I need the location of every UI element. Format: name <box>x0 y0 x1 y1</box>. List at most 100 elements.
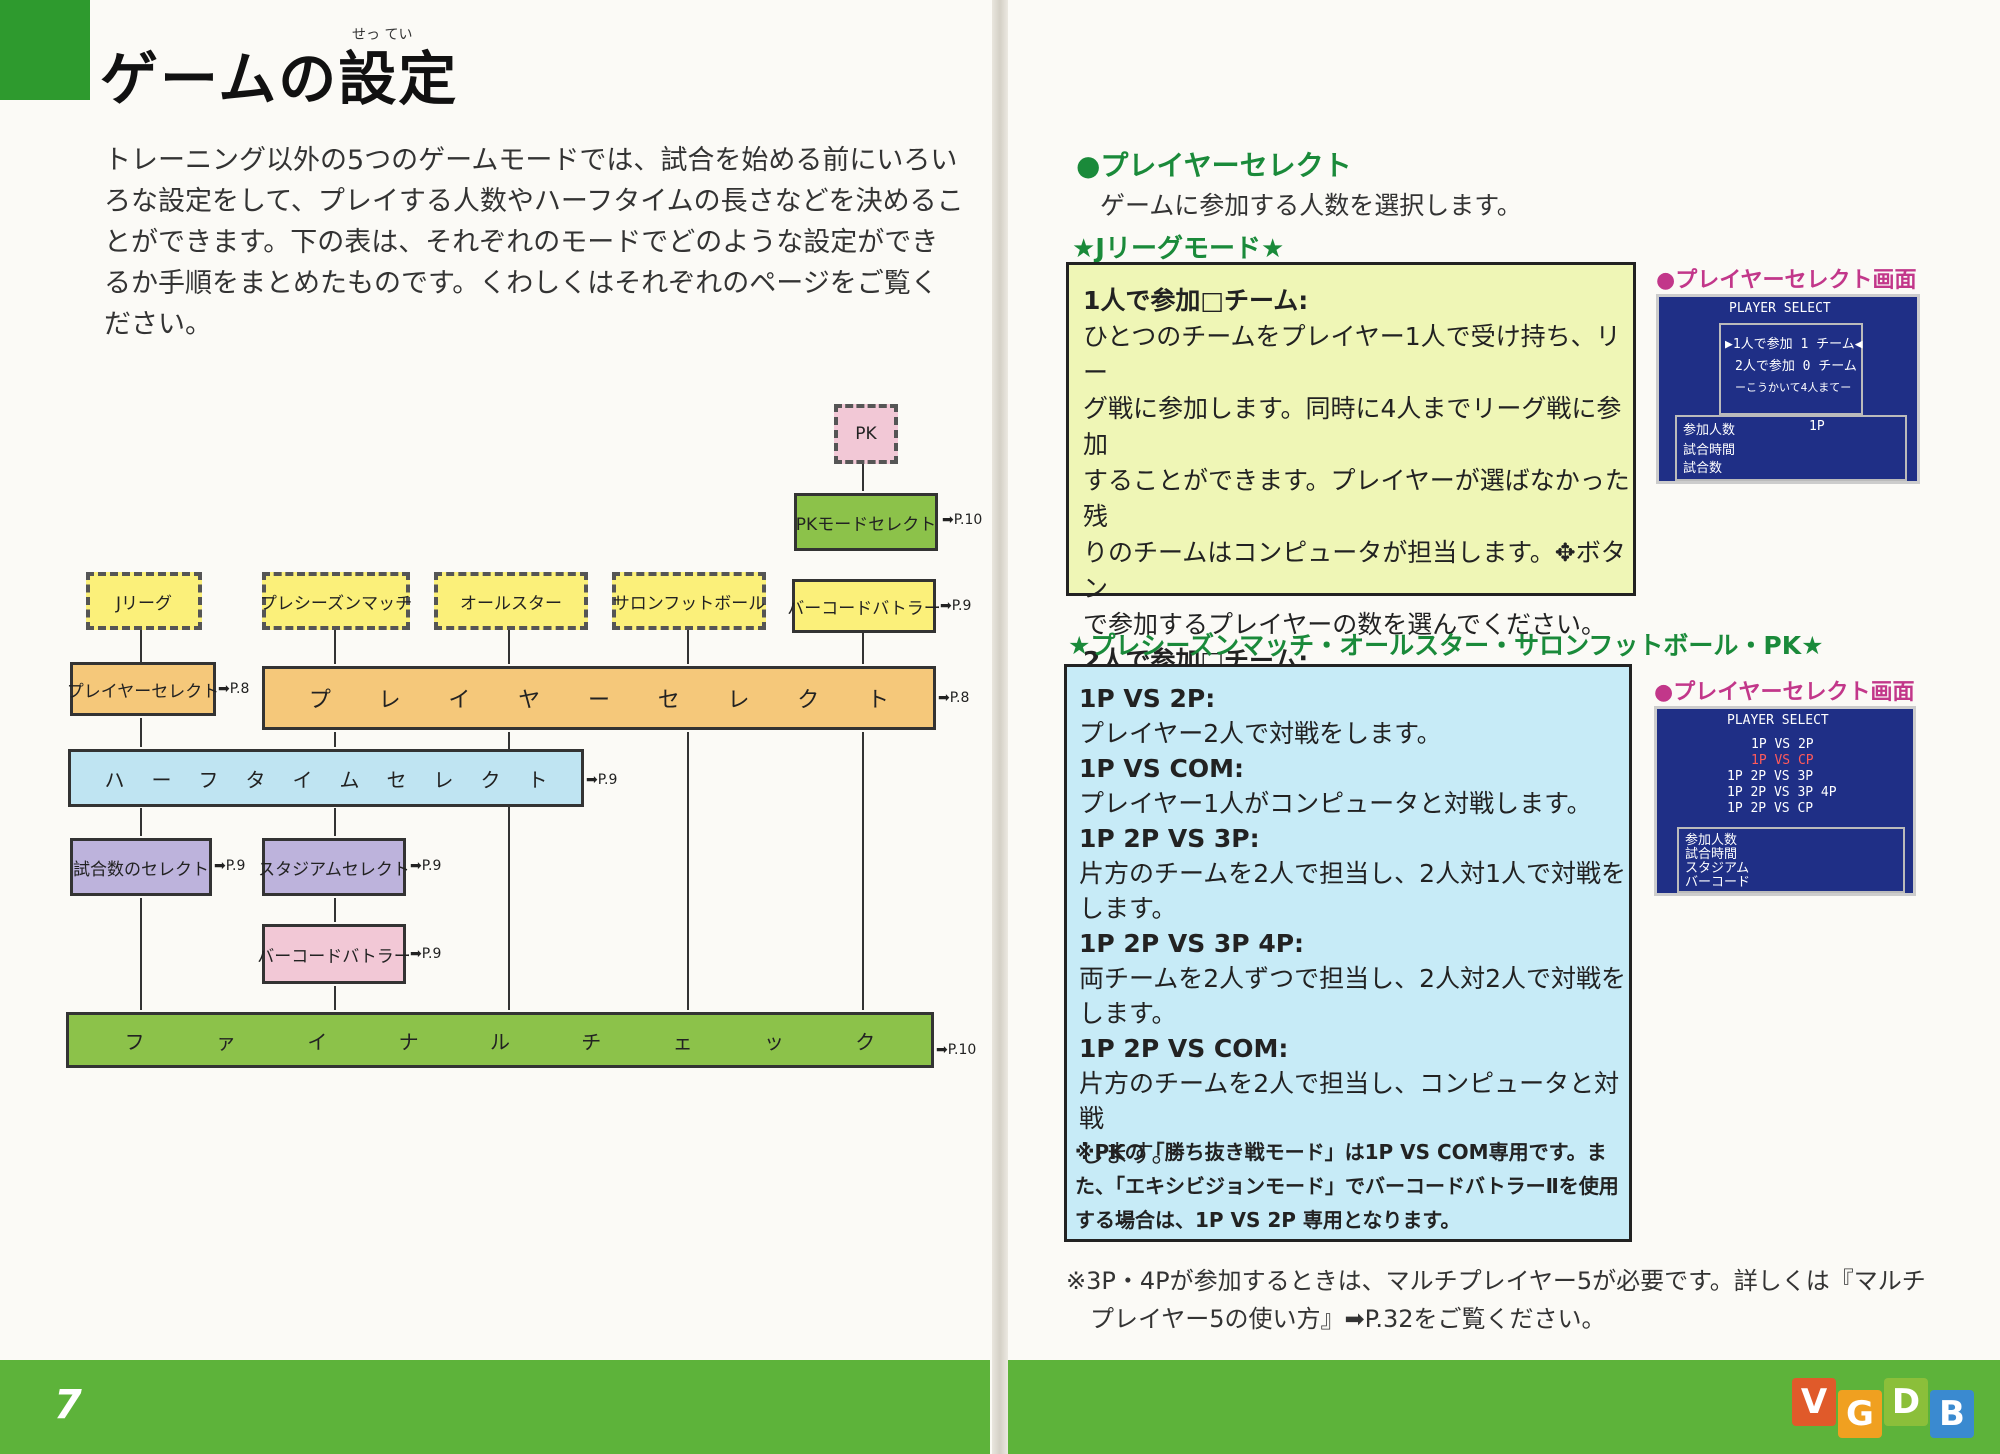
panel-subheading: 1人で参加□チーム: <box>1083 286 1309 315</box>
pk-mode-select-box: PKモードセレクト <box>794 493 938 551</box>
screen2-option-3: 1P 2P VS 3P 4P <box>1727 785 1837 800</box>
panel-line: プレイヤー2人で対戦をします。 <box>1079 719 1442 748</box>
title-tab-marker <box>0 0 90 100</box>
stadium-select-box: スタジアムセレクト <box>258 838 410 896</box>
panel-line: します。 <box>1079 1139 1177 1168</box>
barcode-battler-2-box: バーコードバトラー <box>257 924 411 984</box>
finalcheck-char: ナ <box>398 1029 419 1054</box>
panel-subheading: 1P VS 2P: <box>1079 684 1216 713</box>
halftime-char: フ <box>198 767 219 792</box>
footnote-line-2: プレイヤー5の使い方』➡P.32をご覧ください。 <box>1090 1305 1606 1333</box>
flowchart-lines <box>140 410 864 1010</box>
finalcheck-char: フ <box>124 1029 145 1054</box>
screen2-info-0: 参加人数 <box>1685 833 1738 848</box>
final-check-ref: ➡P.10 <box>936 1042 977 1058</box>
title-ruby: せっ てい <box>352 27 413 43</box>
panel-subheading: 1P VS COM: <box>1079 754 1244 783</box>
ps-wide-char: ヤ <box>518 688 541 713</box>
panel-line: ひとつのチームをプレイヤー1人で受け持ち、リー <box>1083 322 1621 387</box>
note-line: する場合は、1P VS 2P 専用となります。 <box>1075 1208 1461 1232</box>
screen-caption-2: ●プレイヤーセレクト画面 <box>1654 680 1915 705</box>
panel-subheading: 1P 2P VS COM: <box>1079 1034 1289 1063</box>
other-modes-panel: 1P VS 2P: プレイヤー2人で対戦をします。 1P VS COM: プレイヤー1… <box>1064 664 1632 1242</box>
screen2-option-4: 1P 2P VS CP <box>1727 801 1814 816</box>
match-count-ref: ➡P.9 <box>214 858 246 874</box>
mode-jleague: Jリーグ <box>86 572 202 630</box>
panel-line: 片方のチームを2人で担当し、2人対1人で対戦を <box>1079 859 1626 888</box>
note-line: た、「エキシビジョンモード」でバーコードバトラーⅡを使用 <box>1075 1174 1619 1198</box>
finalcheck-char: ェ <box>672 1029 693 1054</box>
screen2-option-2: 1P 2P VS 3P <box>1727 769 1814 784</box>
watermark-b: B <box>1930 1390 1974 1438</box>
halftime-ref: ➡P.9 <box>586 772 618 788</box>
halftime-char: ト <box>527 767 548 792</box>
panel-line: します。 <box>1079 894 1177 923</box>
screen1-info-0: 参加人数 <box>1683 423 1736 438</box>
mode-preseason: プレシーズンマッチ <box>260 572 412 630</box>
ps-wide-char: レ <box>378 688 401 713</box>
finalcheck-char: イ <box>307 1029 328 1054</box>
watermark-d: D <box>1884 1378 1928 1426</box>
halftime-char: ム <box>339 767 360 792</box>
panel-line: で参加するプレイヤーの数を選んでください。 <box>1083 610 1607 639</box>
screen1-title: PLAYER SELECT <box>1729 301 1831 316</box>
other-modes-heading: ★プレシーズンマッチ・オールスター・サロンフットボール・PK★ <box>1068 631 1824 660</box>
player-select-wide-ref: ➡P.8 <box>938 690 970 706</box>
halftime-char: セ <box>386 767 407 792</box>
watermark-g: G <box>1838 1390 1882 1438</box>
panel-line: プレイヤー1人がコンピュータと対戦します。 <box>1079 789 1592 818</box>
stadium-ref: ➡P.9 <box>410 858 442 874</box>
barcode-ref: ➡P.9 <box>940 598 972 614</box>
player-select-heading: ●プレイヤーセレクト <box>1076 149 1352 182</box>
other-modes-note: ※PKの「勝ち抜き戦モード」は1P VS COM専用です。また、「エキシビジョン… <box>1075 1135 1631 1237</box>
book-spine <box>992 0 1008 1454</box>
screen1-option-0: ▶1人で参加 1 チーム◀ <box>1725 337 1863 352</box>
ps-wide-char: レ <box>727 688 750 713</box>
intro-text: トレーニング以外の5つのゲームモードでは、試合を始める前にいろいろな設定をして、… <box>104 145 964 340</box>
other-modes-panel-text: 1P VS 2P: プレイヤー2人で対戦をします。 1P VS COM: プレイヤー1… <box>1079 681 1631 1171</box>
barcode-battler-box: バーコードバトラー <box>787 579 941 633</box>
screen2-option-1: 1P VS CP <box>1751 753 1814 768</box>
screen1-menu <box>1719 323 1863 415</box>
player-select-left-box: プレイヤーセレクト <box>67 662 219 716</box>
screen1-info <box>1675 415 1907 481</box>
finalcheck-char: ッ <box>763 1029 784 1054</box>
screen1-info-2: 試合時間 <box>1683 443 1736 458</box>
finalcheck-char: ァ <box>215 1029 236 1054</box>
panel-subheading: 1P 2P VS 3P 4P: <box>1079 929 1305 958</box>
screen-caption-1: ●プレイヤーセレクト画面 <box>1656 268 1917 293</box>
halftime-char: レ <box>433 767 454 792</box>
final-check-box: ファイナルチェック <box>66 1012 934 1068</box>
halftime-char: タ <box>245 767 266 792</box>
player-select-screenshot-1: PLAYER SELECT ▶1人で参加 1 チーム◀ 2人で参加 0 チーム … <box>1656 294 1920 484</box>
jleague-panel: 1人で参加□チーム:ひとつのチームをプレイヤー1人で受け持ち、リーグ戦に参加しま… <box>1066 262 1636 783</box>
halftime-char: ク <box>480 767 501 792</box>
finalcheck-char: ク <box>855 1029 876 1054</box>
note-line: ※PKの「勝ち抜き戦モード」は1P VS COM専用です。ま <box>1075 1140 1607 1164</box>
pk-mode-ref: ➡P.10 <box>942 512 983 528</box>
screen2-info <box>1677 827 1905 893</box>
panel-subheading: 1P 2P VS 3P: <box>1079 824 1260 853</box>
finalcheck-char: ル <box>489 1029 510 1054</box>
screen2-info-3: バーコード <box>1685 875 1751 890</box>
halftime-char: ー <box>151 767 172 792</box>
left-footer-bar <box>0 1360 990 1454</box>
ps-wide-char: イ <box>448 688 471 713</box>
left-page-number: 7 <box>54 1382 82 1428</box>
screen2-title: PLAYER SELECT <box>1727 713 1829 728</box>
panel-line: 両チームを2人ずつで担当し、2人対2人で対戦を <box>1079 964 1626 993</box>
player-select-screenshot-2: PLAYER SELECT 1P VS 2P 1P VS CP 1P 2P VS… <box>1654 706 1916 896</box>
mode-allstar: オールスター <box>434 572 588 630</box>
screen2-info-2: スタジアム <box>1685 861 1750 876</box>
match-count-select-box: 試合数のセレクト <box>70 838 212 896</box>
screen1-info-1: 1P <box>1809 419 1825 434</box>
screen2-option-0: 1P VS 2P <box>1751 737 1814 752</box>
mode-salon: サロンフットボール <box>612 572 766 630</box>
page-title: ゲームの設定 <box>100 45 459 113</box>
finalcheck-char: チ <box>581 1029 602 1054</box>
watermark-v: V <box>1792 1378 1836 1426</box>
panel-line: することができます。プレイヤーが選ばなかった残 <box>1083 466 1630 531</box>
screen2-info-1: 試合時間 <box>1685 847 1738 862</box>
screen1-info-3: 試合数 <box>1683 461 1723 476</box>
player-select-desc: ゲームに参加する人数を選択します。 <box>1100 191 1522 220</box>
